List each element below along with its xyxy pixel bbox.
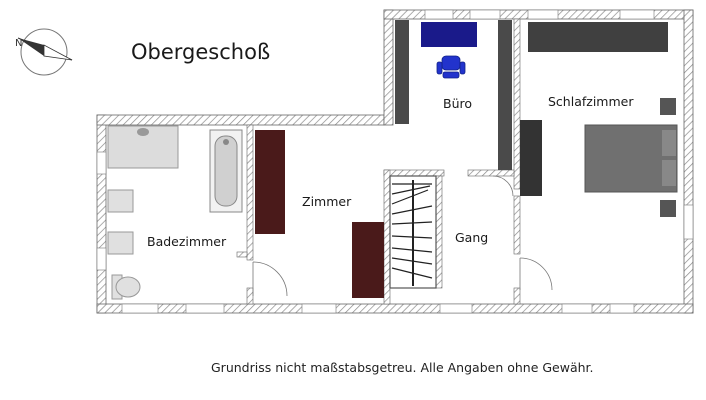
room-label-buero: Büro [443, 96, 473, 111]
office-chair-icon [436, 55, 466, 79]
bed [584, 124, 678, 193]
shelf-left [395, 20, 409, 124]
desk [421, 22, 477, 47]
svg-text:N: N [15, 38, 22, 49]
staircase [389, 175, 437, 289]
nightstand-top [660, 98, 676, 115]
toilet-icon [111, 274, 141, 300]
shower-head-icon [137, 128, 149, 136]
doors [252, 175, 553, 297]
sink-1 [107, 189, 134, 213]
plan-title: Obergeschoß [131, 40, 271, 64]
windows [96, 9, 694, 314]
room-label-zimmer: Zimmer [302, 194, 352, 209]
room-label-badezimmer: Badezimmer [147, 234, 227, 249]
bathtub-icon [209, 129, 243, 213]
interior-walls [236, 18, 521, 305]
room-label-schlafzimmer: Schlafzimmer [548, 94, 634, 109]
dresser [520, 120, 542, 196]
pillow-1 [662, 130, 676, 156]
cabinet-zimmer-2 [352, 222, 384, 298]
nightstand-bottom [660, 200, 676, 217]
wardrobe [528, 22, 668, 52]
pillow-2 [662, 160, 676, 186]
disclaimer-footer: Grundriss nicht maßstabsgetreu. Alle Ang… [211, 360, 594, 375]
shelf-right [498, 20, 512, 170]
sink-2 [107, 231, 134, 255]
shower [107, 125, 179, 169]
cabinet-zimmer [255, 130, 285, 234]
north-compass-icon: N [15, 28, 73, 76]
room-label-gang: Gang [455, 230, 489, 245]
